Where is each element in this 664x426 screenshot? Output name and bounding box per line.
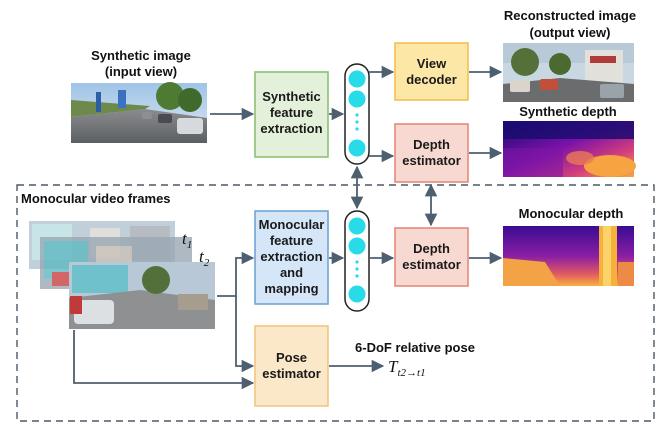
synthetic-image-label-line2: (input view) — [105, 64, 177, 79]
svg-text:estimator: estimator — [402, 257, 461, 272]
reconstructed-image-label-line1: Reconstructed image — [504, 8, 636, 23]
connection-arrows — [73, 65, 503, 390]
synthetic-depth-map — [503, 121, 636, 177]
synthetic-feature-extraction-box: Synthetic feature extraction — [254, 71, 329, 158]
monocular-depth-label: Monocular depth — [519, 206, 624, 221]
feature-node — [348, 139, 366, 157]
svg-text:Monocular: Monocular — [259, 217, 325, 232]
synthetic-feature-vector — [344, 63, 370, 165]
pose-estimator-box: Pose estimator — [254, 325, 329, 407]
reconstructed-image-label-line2: (output view) — [530, 25, 611, 40]
view-decoder-box: View decoder — [394, 42, 469, 101]
svg-text:Depth: Depth — [413, 241, 450, 256]
synthetic-input-image — [71, 82, 207, 143]
synthetic-image-label-line1: Synthetic image — [91, 48, 191, 63]
svg-text:extraction: extraction — [260, 121, 322, 136]
monocular-branch-region — [16, 184, 655, 422]
pose-title-label: 6-DoF relative pose — [355, 340, 475, 355]
feature-node — [348, 70, 366, 88]
svg-text:Depth: Depth — [413, 137, 450, 152]
t1-label: t1 — [182, 229, 192, 251]
feature-node — [348, 90, 366, 108]
arrow-frames-to-mono-feature — [217, 251, 255, 297]
depth-estimator-top-box: Depth estimator — [394, 123, 469, 183]
feature-node — [348, 285, 366, 303]
svg-text:extraction: extraction — [260, 249, 322, 264]
svg-text:Pose: Pose — [276, 350, 307, 365]
synthetic-depth-label: Synthetic depth — [519, 104, 617, 119]
feature-node — [348, 237, 366, 255]
svg-text:mapping: mapping — [264, 281, 318, 296]
monocular-video-frames-label: Monocular video frames — [21, 191, 171, 206]
svg-text:Synthetic: Synthetic — [262, 89, 321, 104]
svg-text:decoder: decoder — [406, 72, 457, 87]
monocular-feature-extraction-box: Monocular feature extraction and mapping — [254, 210, 329, 305]
reconstructed-output-image — [503, 43, 634, 102]
pose-output-symbol: Tt2→t1 — [388, 357, 426, 379]
svg-text:feature: feature — [270, 105, 313, 120]
depth-estimator-bottom-box: Depth estimator — [394, 227, 469, 287]
svg-text:View: View — [417, 56, 447, 71]
svg-text:estimator: estimator — [402, 153, 461, 168]
t2-label: t2 — [199, 247, 210, 269]
feature-node — [348, 217, 366, 235]
arrow-frames-to-pose-branch — [235, 296, 255, 373]
svg-text:and: and — [280, 265, 303, 280]
svg-text:feature: feature — [270, 233, 313, 248]
monocular-video-frames — [29, 221, 215, 329]
video-frame-front — [69, 262, 215, 329]
monocular-depth-map — [503, 226, 634, 286]
monocular-feature-vector — [344, 210, 370, 312]
arrow-t1-frame-to-pose — [73, 330, 255, 390]
svg-text:estimator: estimator — [262, 366, 321, 381]
